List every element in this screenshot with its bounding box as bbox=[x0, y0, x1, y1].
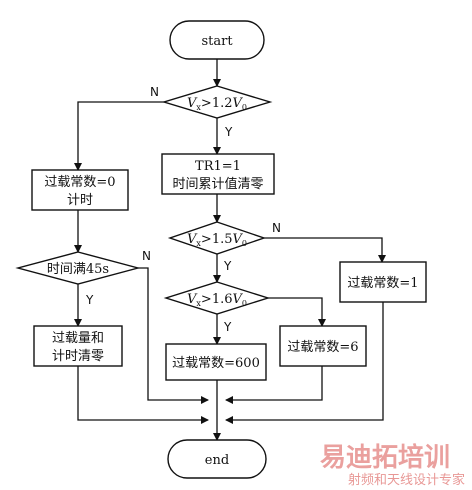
decision-vx-1-2-label: Vx>1.2V0 bbox=[187, 96, 247, 112]
watermark-logo: 易迪拓培训 bbox=[320, 443, 450, 473]
tr1-box-line1: TR1=1 bbox=[195, 159, 241, 174]
connector bbox=[77, 366, 209, 424]
connector bbox=[74, 101, 164, 171]
end-terminal bbox=[167, 439, 267, 479]
decision-time-45s-label: 时间满45s bbox=[47, 262, 109, 277]
connector bbox=[225, 366, 323, 404]
box-overload-600-label: 过载常数=600 bbox=[172, 356, 260, 371]
box-overload-zero-line1: 过载常数=0 bbox=[44, 175, 115, 190]
tr1-box bbox=[161, 153, 275, 195]
branch-n2: N bbox=[272, 221, 281, 235]
box-overload-6 bbox=[279, 325, 367, 367]
box-overload-zero-line2: 计时 bbox=[67, 193, 93, 208]
decision-vx-1-5-label: Vx>1.5V0 bbox=[187, 232, 247, 248]
branch-y1: Y bbox=[224, 125, 233, 139]
branch-y2: Y bbox=[223, 259, 232, 273]
connector bbox=[225, 302, 384, 424]
box-overload-6-label: 过载常数=6 bbox=[287, 340, 358, 355]
tr1-box-line2: 时间累计值清零 bbox=[172, 176, 263, 192]
watermark-tagline: 射频和天线设计专家 bbox=[348, 472, 465, 488]
decision-vx-1-6-label: Vx>1.6V0 bbox=[187, 292, 247, 308]
branch-y-time: Y bbox=[85, 293, 94, 307]
box-overload-zero bbox=[31, 169, 129, 211]
connector bbox=[138, 267, 209, 404]
connector bbox=[264, 237, 386, 263]
box-clear bbox=[33, 325, 123, 367]
branch-n-time: N bbox=[142, 249, 151, 263]
box-clear-line2: 计时清零 bbox=[52, 349, 104, 364]
branch-n1: N bbox=[150, 85, 159, 99]
box-overload-1-label: 过载常数=1 bbox=[347, 276, 418, 291]
box-clear-line1: 过载量和 bbox=[52, 331, 104, 346]
connector bbox=[268, 297, 326, 327]
box-overload-600 bbox=[165, 343, 267, 381]
end-label: end bbox=[205, 453, 229, 468]
start-label: start bbox=[201, 34, 233, 49]
box-overload-1 bbox=[339, 261, 427, 303]
branch-y3: Y bbox=[223, 320, 232, 334]
